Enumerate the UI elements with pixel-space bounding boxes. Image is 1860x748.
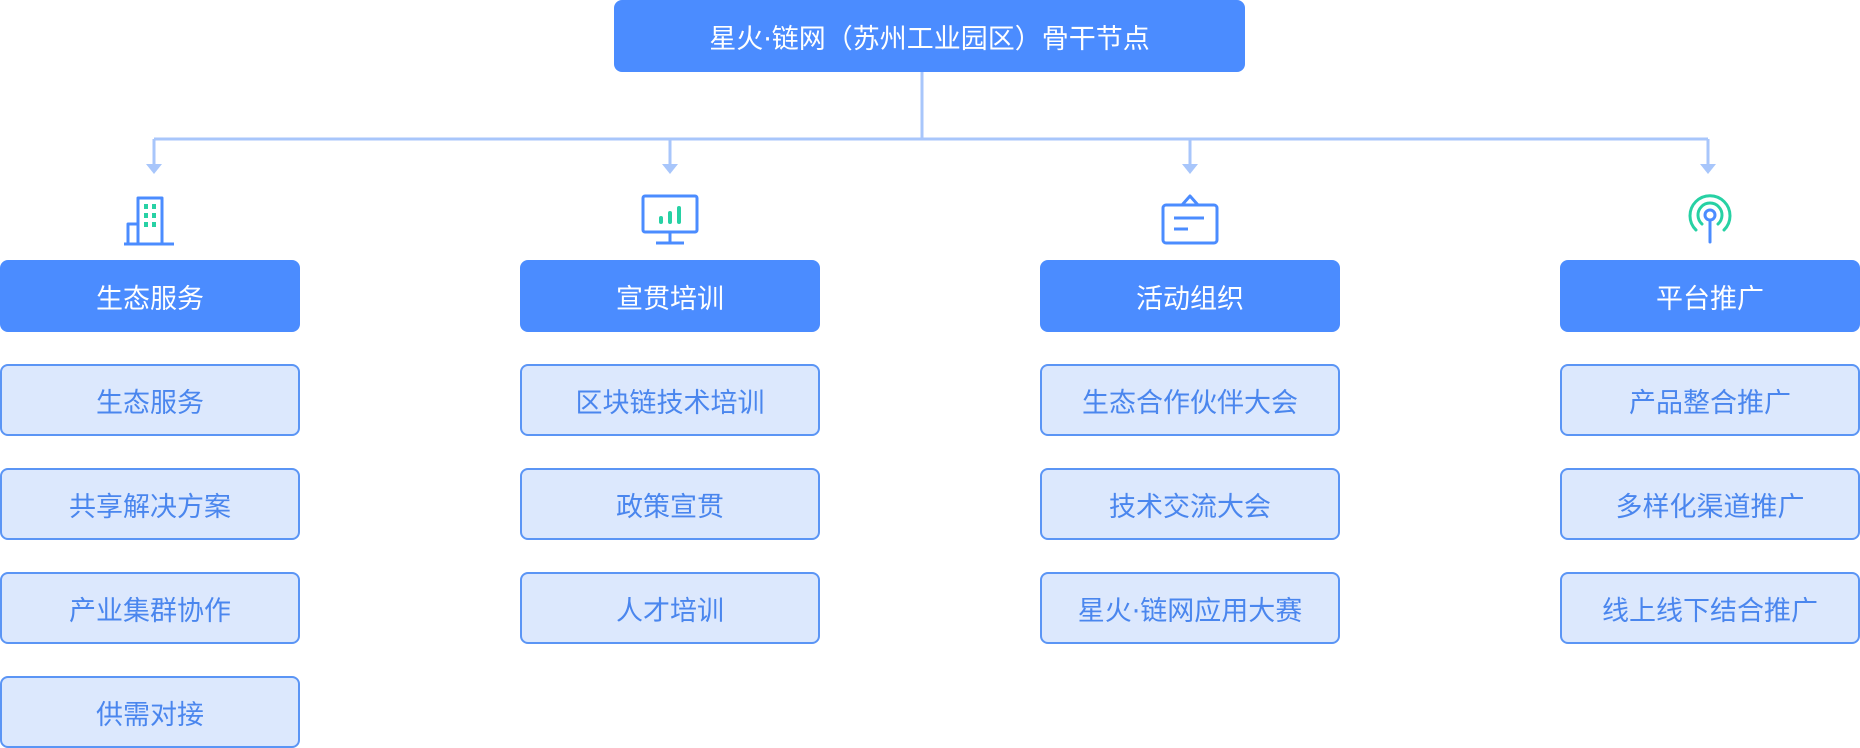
list-item: 星火·链网应用大赛	[1040, 572, 1340, 644]
monitor-chart-icon	[620, 190, 720, 250]
list-item: 供需对接	[0, 676, 300, 748]
root-node: 星火·链网（苏州工业园区）骨干节点	[614, 0, 1245, 72]
list-item: 线上线下结合推广	[1560, 572, 1860, 644]
column-promotion: 平台推广 产品整合推广 多样化渠道推广 线上线下结合推广	[1560, 0, 1860, 748]
category-box: 活动组织	[1040, 260, 1340, 332]
category-box: 平台推广	[1560, 260, 1860, 332]
category-box: 生态服务	[0, 260, 300, 332]
list-item: 产品整合推广	[1560, 364, 1860, 436]
column-training: 宣贯培训 区块链技术培训 政策宣贯 人才培训	[520, 0, 820, 748]
list-item: 区块链技术培训	[520, 364, 820, 436]
building-icon	[100, 190, 200, 250]
list-item: 政策宣贯	[520, 468, 820, 540]
list-item: 生态服务	[0, 364, 300, 436]
column-events: 活动组织 生态合作伙伴大会 技术交流大会 星火·链网应用大赛	[1040, 0, 1340, 748]
list-item: 共享解决方案	[0, 468, 300, 540]
list-item: 技术交流大会	[1040, 468, 1340, 540]
list-item: 多样化渠道推广	[1560, 468, 1860, 540]
signal-tower-icon	[1660, 190, 1760, 250]
category-box: 宣贯培训	[520, 260, 820, 332]
list-item: 产业集群协作	[0, 572, 300, 644]
signboard-icon	[1140, 190, 1240, 250]
list-item: 人才培训	[520, 572, 820, 644]
column-ecosystem-services: 生态服务 生态服务 共享解决方案 产业集群协作 供需对接	[0, 0, 300, 748]
list-item: 生态合作伙伴大会	[1040, 364, 1340, 436]
